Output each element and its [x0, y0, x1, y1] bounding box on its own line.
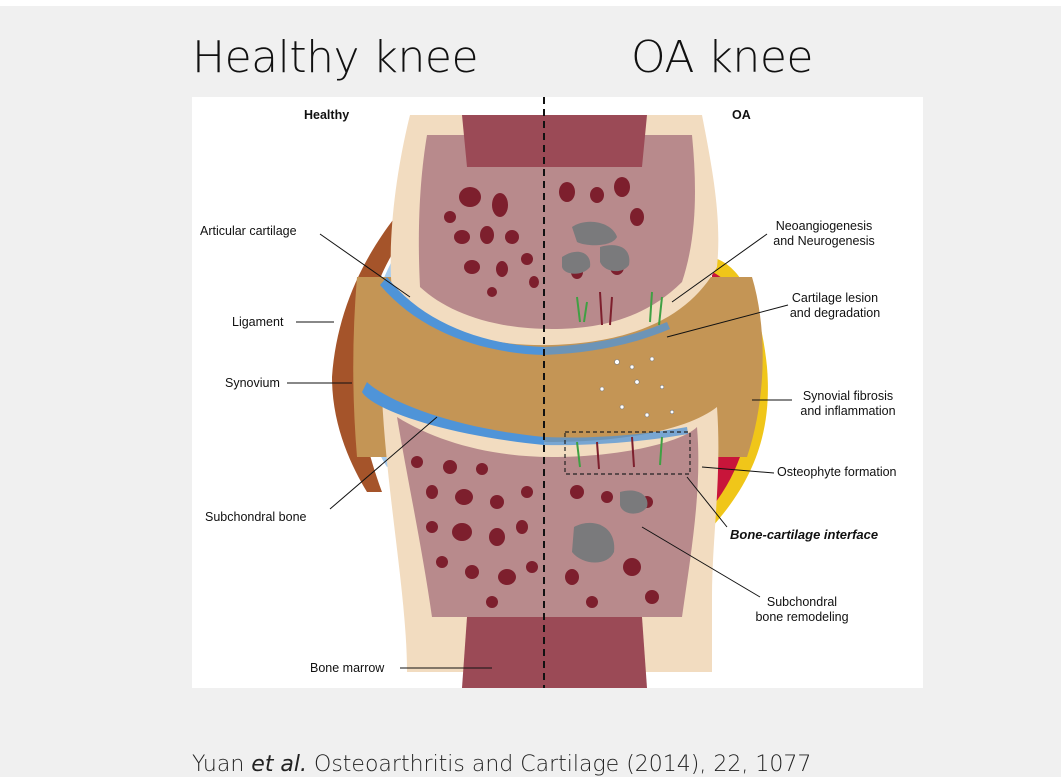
- label-cartilage-lesion: Cartilage lesion and degradation: [780, 291, 890, 321]
- label-neoangiogenesis: Neoangiogenesis and Neurogenesis: [764, 219, 884, 249]
- label-bone-cartilage-interface: Bone-cartilage interface: [730, 527, 878, 542]
- label-osteophyte-formation: Osteophyte formation: [777, 465, 897, 480]
- label-cartilage-lesion-line1: Cartilage lesion: [780, 291, 890, 306]
- healthy-knee-title: Healthy knee: [192, 32, 478, 83]
- label-cartilage-lesion-line2: and degradation: [780, 306, 890, 321]
- label-neoangiogenesis-line1: Neoangiogenesis: [764, 219, 884, 234]
- tibia-marrow-band: [462, 617, 647, 688]
- label-synovial-fibrosis-line1: Synovial fibrosis: [790, 389, 906, 404]
- citation-author: Yuan: [192, 752, 251, 777]
- label-subchondral-bone: Subchondral bone: [205, 510, 306, 525]
- citation: Yuan et al. Osteoarthritis and Cartilage…: [192, 752, 811, 777]
- header-oa: OA: [732, 108, 751, 123]
- label-synovial-fibrosis-line2: and inflammation: [790, 404, 906, 419]
- label-synovial-fibrosis: Synovial fibrosis and inflammation: [790, 389, 906, 419]
- label-articular-cartilage: Articular cartilage: [200, 224, 297, 239]
- label-ligament: Ligament: [232, 315, 283, 330]
- femur-marrow-band: [462, 115, 647, 167]
- label-subchondral-remodeling: Subchondral bone remodeling: [752, 595, 852, 625]
- citation-etal: et al.: [251, 752, 307, 777]
- label-neoangiogenesis-line2: and Neurogenesis: [764, 234, 884, 249]
- oa-knee-title: OA knee: [631, 32, 813, 83]
- top-border: [0, 0, 1061, 6]
- knee-diagram-panel: Healthy OA Articular cartilage Ligament …: [192, 97, 923, 688]
- label-subchondral-remodeling-line2: bone remodeling: [752, 610, 852, 625]
- citation-rest: Osteoarthritis and Cartilage (2014), 22,…: [307, 752, 811, 777]
- label-bone-marrow: Bone marrow: [310, 661, 384, 676]
- header-healthy: Healthy: [304, 108, 349, 123]
- label-synovium: Synovium: [225, 376, 280, 391]
- label-subchondral-remodeling-line1: Subchondral: [752, 595, 852, 610]
